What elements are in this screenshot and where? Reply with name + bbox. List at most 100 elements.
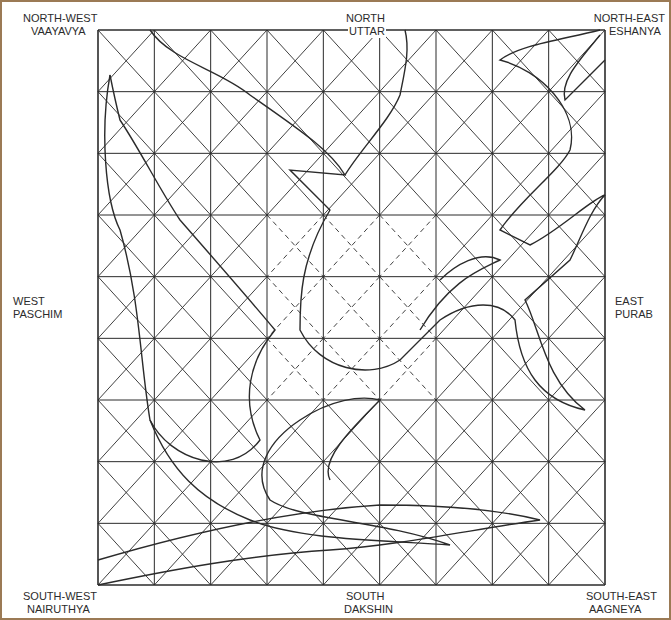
grid-line	[549, 523, 605, 585]
grid-line	[380, 277, 436, 339]
direction-label: NORTH-EAST	[593, 12, 666, 25]
grid-line	[98, 215, 154, 277]
grid-line	[323, 30, 324, 585]
grid-line	[98, 584, 605, 586]
grid-line	[154, 153, 210, 215]
grid-line	[267, 153, 323, 215]
grid-line	[436, 338, 492, 400]
grid-line	[380, 462, 436, 524]
figure-outline	[150, 30, 605, 410]
grid-line	[492, 462, 548, 524]
grid-line	[98, 153, 605, 154]
grid-line	[267, 338, 323, 400]
grid-line	[98, 215, 605, 216]
grid-line	[98, 462, 154, 524]
direction-label: NORTH	[345, 12, 386, 25]
grid-line	[267, 277, 323, 339]
grid-line	[211, 462, 267, 524]
grid-line	[436, 30, 492, 92]
grid-line	[98, 91, 605, 92]
grid-line	[323, 523, 379, 585]
grid-line	[323, 277, 379, 339]
grid-line	[436, 153, 492, 215]
grid-line	[267, 400, 323, 462]
grid-line	[267, 215, 323, 277]
grid-line	[211, 523, 267, 585]
grid-line	[154, 277, 210, 339]
grid-line	[154, 277, 210, 339]
grid-line	[492, 462, 548, 524]
grid-line	[380, 92, 436, 154]
grid-line	[323, 462, 379, 524]
grid-line	[154, 92, 210, 154]
grid-line	[549, 338, 605, 400]
direction-label: DAKSHIN	[343, 603, 394, 616]
grid-line	[267, 400, 323, 462]
grid-line	[267, 338, 323, 400]
grid-line	[492, 92, 548, 154]
grid-line	[323, 215, 379, 277]
direction-label: VAAYAVYA	[30, 25, 87, 38]
grid-line	[436, 30, 492, 92]
grid-line	[323, 215, 379, 277]
grid-line	[98, 215, 154, 277]
purusha-figure	[98, 30, 605, 585]
direction-label: WEST	[12, 295, 46, 308]
grid-line	[211, 523, 267, 585]
grid-line	[380, 462, 436, 524]
grid-line	[549, 400, 605, 462]
grid-line	[380, 153, 436, 215]
grid-line	[323, 277, 379, 339]
grid-line	[380, 30, 436, 92]
direction-label: EAST	[614, 295, 645, 308]
grid-line	[98, 461, 605, 462]
grid-line	[549, 400, 605, 462]
grid-line	[98, 400, 154, 462]
grid-line	[267, 92, 323, 154]
grid-line	[549, 523, 605, 585]
grid-line	[492, 523, 548, 585]
direction-label: AAGNEYA	[588, 603, 642, 616]
direction-label: UTTAR	[348, 25, 386, 38]
grid-line	[323, 153, 379, 215]
grid-line	[380, 338, 436, 400]
grid-line	[97, 30, 99, 585]
grid-line	[98, 462, 154, 524]
grid-line	[98, 338, 605, 339]
grid-line	[267, 30, 323, 92]
grid-line	[380, 215, 436, 277]
direction-label: NAIRUTHYA	[26, 603, 91, 616]
direction-label: SOUTH	[345, 590, 386, 603]
grid-line	[267, 30, 268, 585]
grid-line	[154, 92, 210, 154]
grid-line	[211, 153, 267, 215]
grid-line	[211, 462, 267, 524]
grid-line	[267, 30, 323, 92]
grid-line	[380, 400, 436, 462]
grid-line	[492, 215, 548, 277]
grid-line	[154, 30, 210, 92]
grid-line	[549, 92, 605, 154]
direction-label: PURAB	[614, 308, 654, 321]
grid-line	[492, 215, 548, 277]
grid-line	[211, 215, 267, 277]
grid-line	[549, 277, 605, 339]
leg-outline	[105, 75, 275, 462]
grid	[98, 30, 605, 585]
grid-line	[267, 153, 323, 215]
hand-outline	[564, 35, 605, 100]
grid-line	[267, 277, 323, 339]
grid-line	[211, 30, 267, 92]
grid-line	[211, 277, 267, 339]
grid-line	[98, 277, 154, 339]
grid-line	[210, 30, 211, 585]
grid-line	[380, 338, 436, 400]
grid-line	[211, 215, 267, 277]
grid-line	[380, 153, 436, 215]
grid-line	[98, 30, 154, 92]
grid-line	[323, 523, 379, 585]
grid-line	[492, 523, 548, 585]
grid-line	[549, 338, 605, 400]
